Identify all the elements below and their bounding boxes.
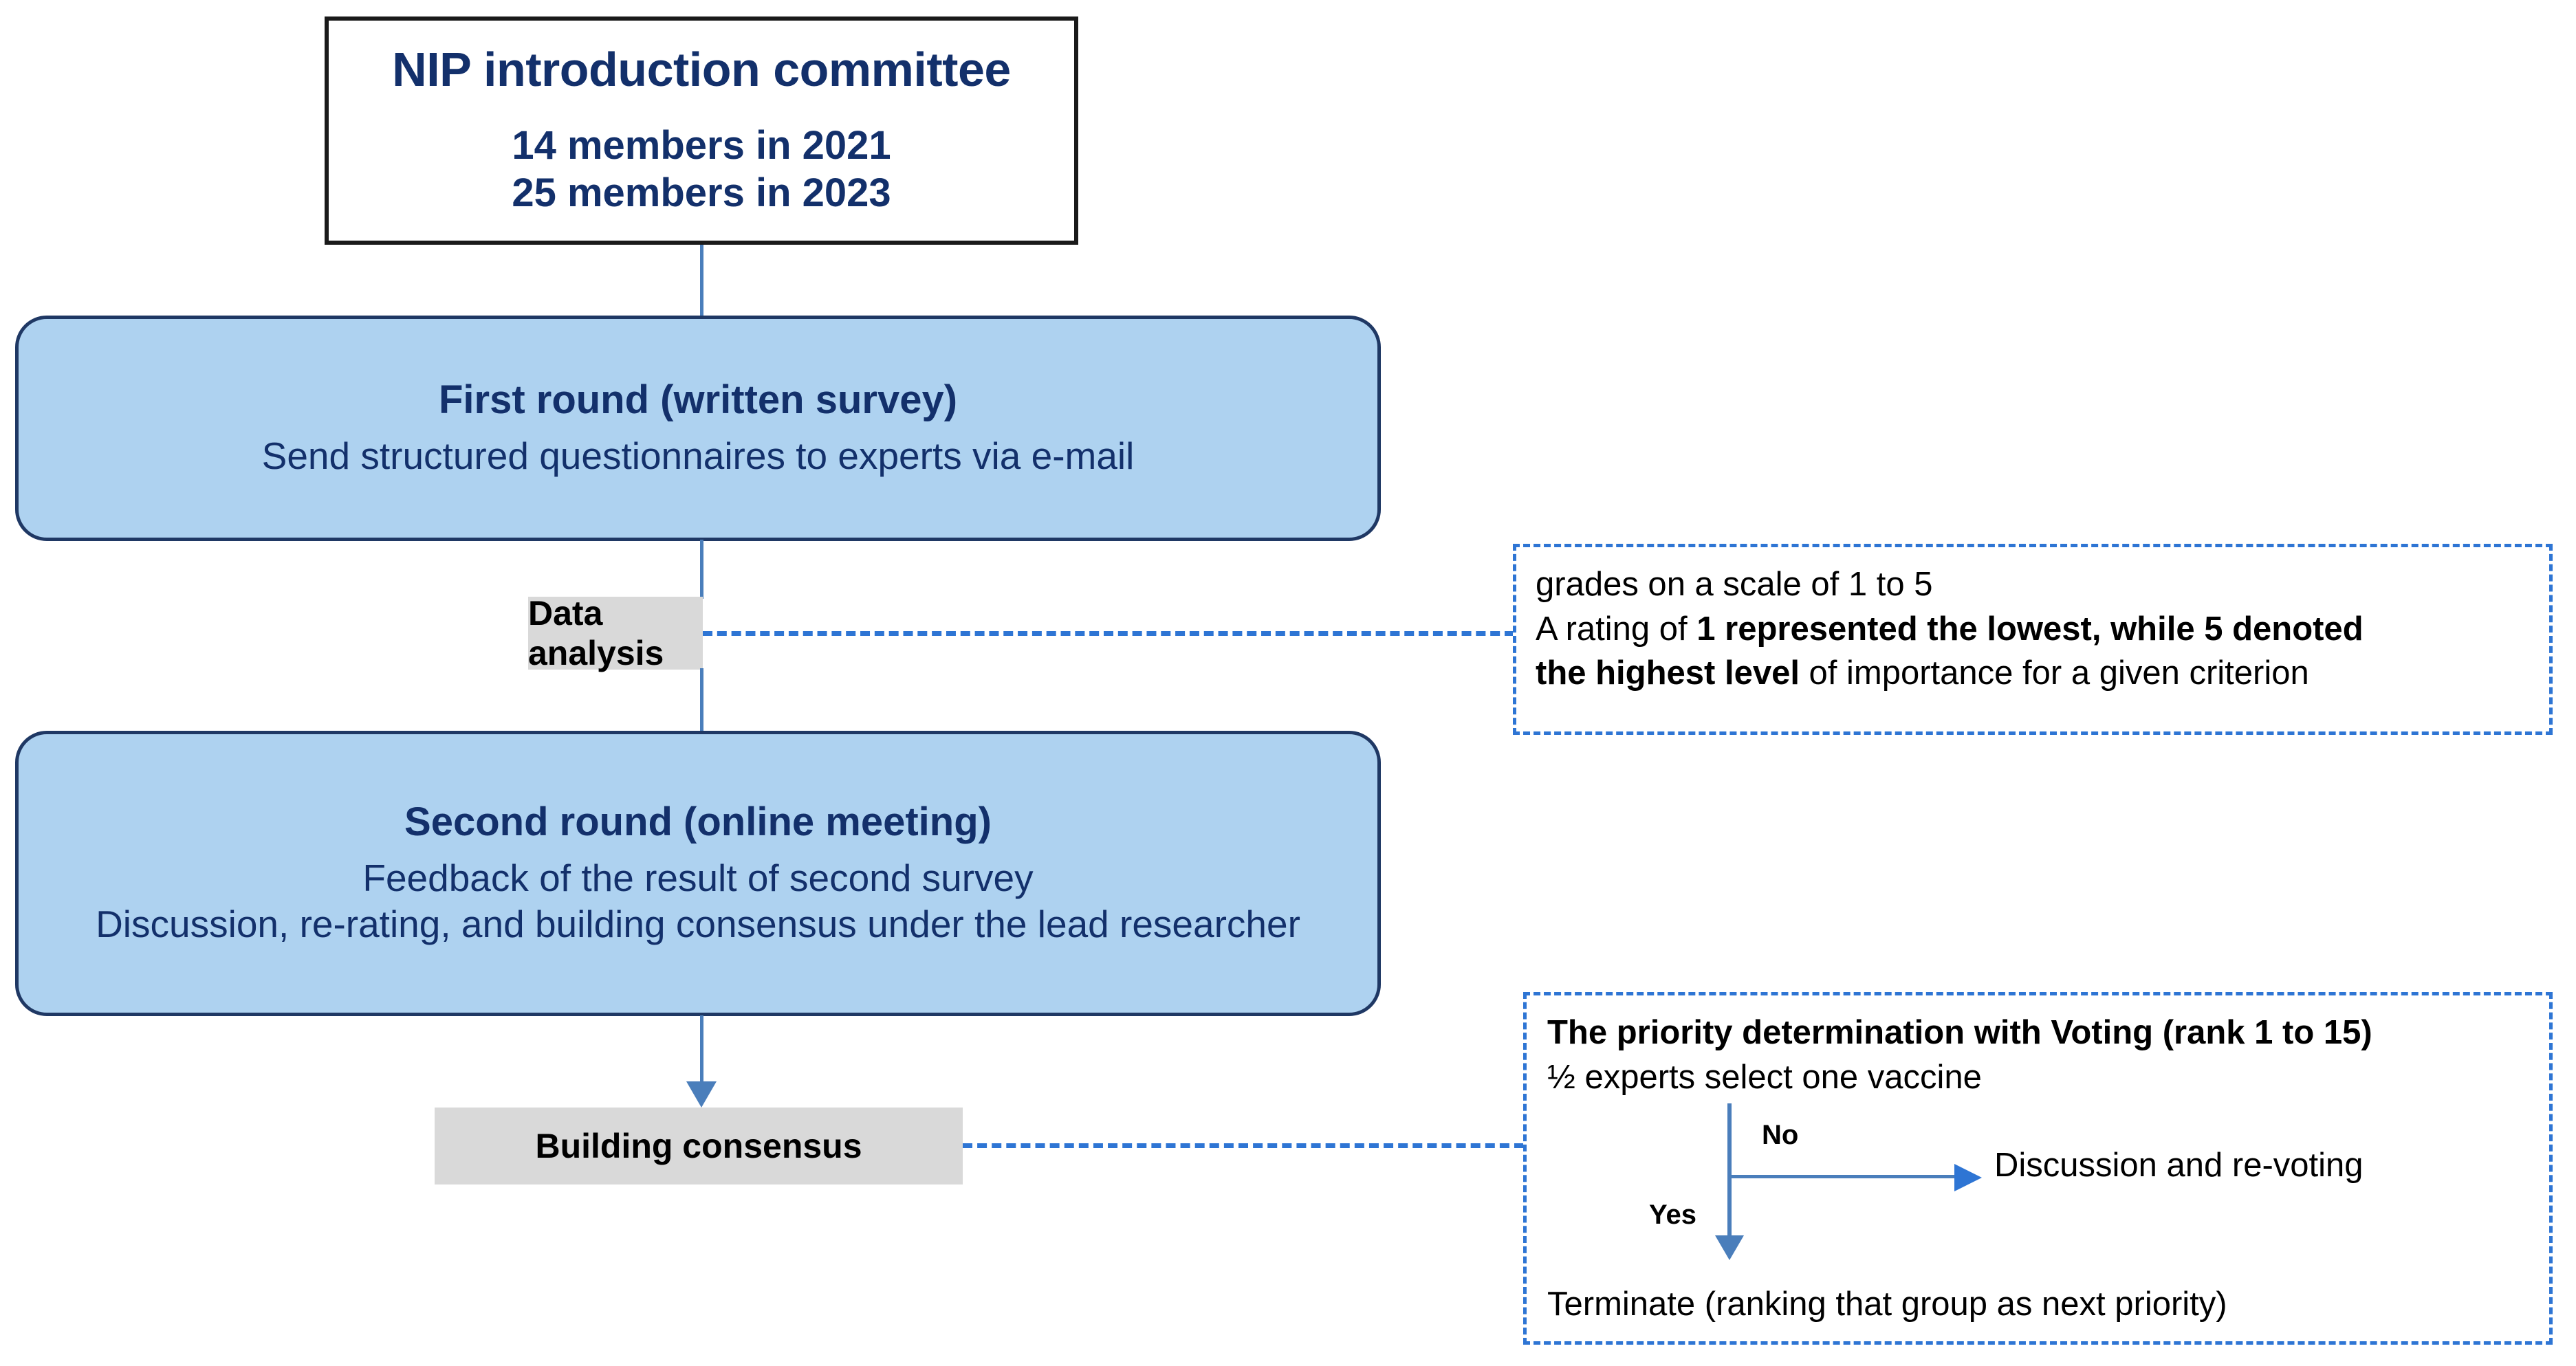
second-round-detail-1: Feedback of the result of second survey [362,856,1034,899]
connector-committee-to-first-round [700,245,703,318]
arrow-down-icon [686,1081,717,1108]
connector-data-analysis-to-second-round [700,668,703,731]
voting-branch-label-yes: Yes [1649,1200,1696,1231]
second-round-box: Second round (online meeting) Feedback o… [15,731,1381,1016]
second-round-detail-2: Discussion, re-rating, and building cons… [96,902,1300,945]
voting-decision-flow: No Yes Discussion and re-voting [1547,1103,2529,1275]
connector-first-round-to-data-analysis [700,540,703,599]
grades-line-2: A rating of 1 represented the lowest, wh… [1536,607,2530,652]
voting-title: The priority determination with Voting (… [1547,1014,2372,1051]
grades-line-3: the highest level of importance for a gi… [1536,651,2530,696]
first-round-box: First round (written survey) Send struct… [15,316,1381,541]
leader-line-data-analysis [703,631,1514,636]
leader-line-building-consensus [963,1143,1524,1148]
committee-members-2023: 25 members in 2023 [512,170,891,215]
connector-second-round-to-consensus [700,1015,703,1084]
grades-callout-box: grades on a scale of 1 to 5 A rating of … [1513,544,2553,735]
grades-line-3-suffix: of importance for a given criterion [1799,654,2309,692]
grades-line-2-bold: 1 represented the lowest, while 5 denote… [1696,610,2364,648]
voting-branch-label-no: No [1762,1120,1799,1151]
grades-line-1: grades on a scale of 1 to 5 [1536,566,1933,603]
arrow-right-icon [1954,1164,1982,1192]
first-round-title: First round (written survey) [438,377,958,423]
grades-line-3-bold: the highest level [1536,654,1800,692]
grades-line-2-prefix: A rating of [1536,610,1697,648]
arrow-down-icon-voting [1715,1235,1744,1261]
voting-branch-no-target: Discussion and re-voting [1994,1147,2364,1185]
voting-subtitle: ½ experts select one vaccine [1547,1058,1982,1096]
voting-callout-box: The priority determination with Voting (… [1523,992,2553,1345]
committee-title: NIP introduction committee [392,42,1011,96]
committee-members-2021: 14 members in 2021 [512,123,891,168]
voting-horizontal-connector [1729,1175,1956,1179]
voting-branch-yes-target: Terminate (ranking that group as next pr… [1547,1286,2227,1323]
second-round-title: Second round (online meeting) [404,800,992,845]
data-analysis-chip: Data analysis [528,594,703,672]
voting-vertical-connector [1727,1103,1732,1239]
first-round-detail: Send structured questionnaires to expert… [261,434,1135,477]
committee-box: NIP introduction committee 14 members in… [325,16,1078,245]
building-consensus-chip: Building consensus [435,1108,963,1185]
